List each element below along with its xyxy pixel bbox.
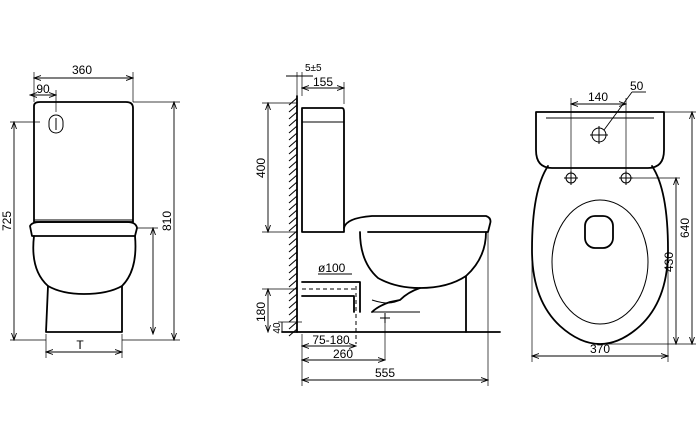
dim-bowl-width: 370: [532, 250, 668, 362]
dim-tank-depth: 155: [302, 75, 344, 104]
dim-outlet-height: 180: [254, 289, 297, 332]
dim-front-width: 360: [34, 63, 133, 102]
dim-inner-height: [137, 228, 158, 334]
dim-T-label: T: [76, 338, 84, 352]
dim-tank-height: 400: [254, 103, 297, 232]
top-view: 140 50 640 430 370: [532, 79, 696, 362]
dim-400-label: 400: [254, 158, 268, 178]
dim-370-label: 370: [590, 342, 610, 356]
dim-outlet-diameter: ø100: [318, 261, 352, 275]
dim-360-label: 360: [72, 63, 92, 77]
dim-foot: T: [46, 334, 122, 358]
dim-outlet-center: 260: [302, 347, 385, 361]
dim-640-label: 640: [678, 218, 692, 238]
dim-725-label: 725: [0, 211, 14, 231]
dim-hole-spacing: 140: [571, 90, 626, 171]
dim-140-label: 140: [588, 90, 608, 104]
dim-75-180-label: 75-180: [312, 333, 350, 347]
dim-floor-height: 40: [272, 321, 302, 334]
dim-180-label: 180: [254, 302, 268, 322]
dim-155-label: 155: [313, 75, 333, 89]
dim-5pm5-label: 5±5: [305, 63, 322, 74]
side-view: 5±5 155 400 180 40 ø100: [254, 63, 501, 386]
dim-430-label: 430: [662, 252, 676, 272]
dim-outlet-range: 75-180: [302, 323, 386, 386]
toilet-side-outline: [301, 107, 492, 344]
toilet-front-outline: [29, 101, 138, 333]
dim-seat-height: 725: [0, 122, 46, 340]
dim-wall-gap: 5±5: [286, 63, 322, 96]
wall: [288, 95, 298, 337]
dim-40-label: 40: [272, 322, 283, 334]
dim-hole-diameter: 50: [603, 79, 646, 131]
dim-overall-height: 810: [122, 102, 180, 340]
dim-o100-label: ø100: [318, 261, 346, 275]
dim-50-label: 50: [630, 79, 644, 93]
dim-bowl-length: 430: [633, 178, 680, 344]
dim-button-offset: 90: [30, 82, 56, 112]
dim-total-depth: 555: [302, 232, 488, 386]
dim-260-label: 260: [333, 347, 353, 361]
dim-total-length: 640: [600, 112, 696, 344]
dim-90-label: 90: [36, 82, 50, 96]
toilet-top-outline: [531, 111, 669, 345]
dim-810-label: 810: [160, 211, 174, 231]
front-view: 360 90 725 810: [0, 63, 180, 358]
dim-555-label: 555: [375, 366, 395, 380]
